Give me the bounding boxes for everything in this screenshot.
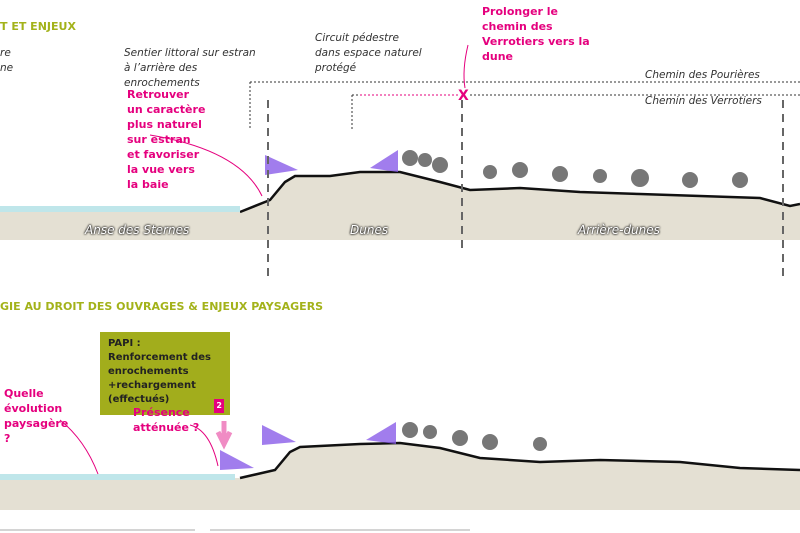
zone-dunes: Dunes (350, 223, 389, 237)
papi-badge: 2 (214, 399, 224, 413)
zone-anse: Anse des Sternes (85, 223, 190, 237)
left-partial-2: ne (0, 62, 14, 74)
sentier-label: Sentier littoral sur estran à l’arrière … (124, 47, 256, 89)
water-top (0, 206, 240, 212)
section1-title: T ET ENJEUX (0, 20, 76, 33)
chemin-pourieres: Chemin des Pourières (645, 69, 760, 81)
chemin-verrotiers: Chemin des Verrotiers (645, 95, 762, 107)
prolonger-label: Prolonger le chemin des Verrotiers vers … (482, 5, 590, 63)
terrain-bottom (0, 443, 800, 510)
zone-arriere-dunes: Arrière-dunes (578, 223, 660, 237)
quelle-label: Quelle évolution paysagère ? (4, 387, 69, 445)
trees-top (402, 150, 748, 188)
retrouver-label: Retrouver un caractère plus naturel sur … (127, 88, 206, 191)
left-partial-1: re (0, 47, 11, 59)
presence-label: Présence atténuée ? (133, 406, 200, 434)
papi-text: PAPI : Renforcement des enrochements +re… (108, 338, 211, 405)
trees-bottom (402, 422, 547, 451)
section2-title: GIE AU DROIT DES OUVRAGES & ENJEUX PAYSA… (0, 300, 324, 313)
circuit-label: Circuit pédestre dans espace naturel pro… (315, 32, 422, 74)
terrain-top (0, 172, 800, 240)
papi-pointer (210, 375, 226, 383)
papi-box: PAPI : Renforcement des enrochements +re… (100, 332, 230, 415)
svg-text:X: X (458, 88, 469, 104)
